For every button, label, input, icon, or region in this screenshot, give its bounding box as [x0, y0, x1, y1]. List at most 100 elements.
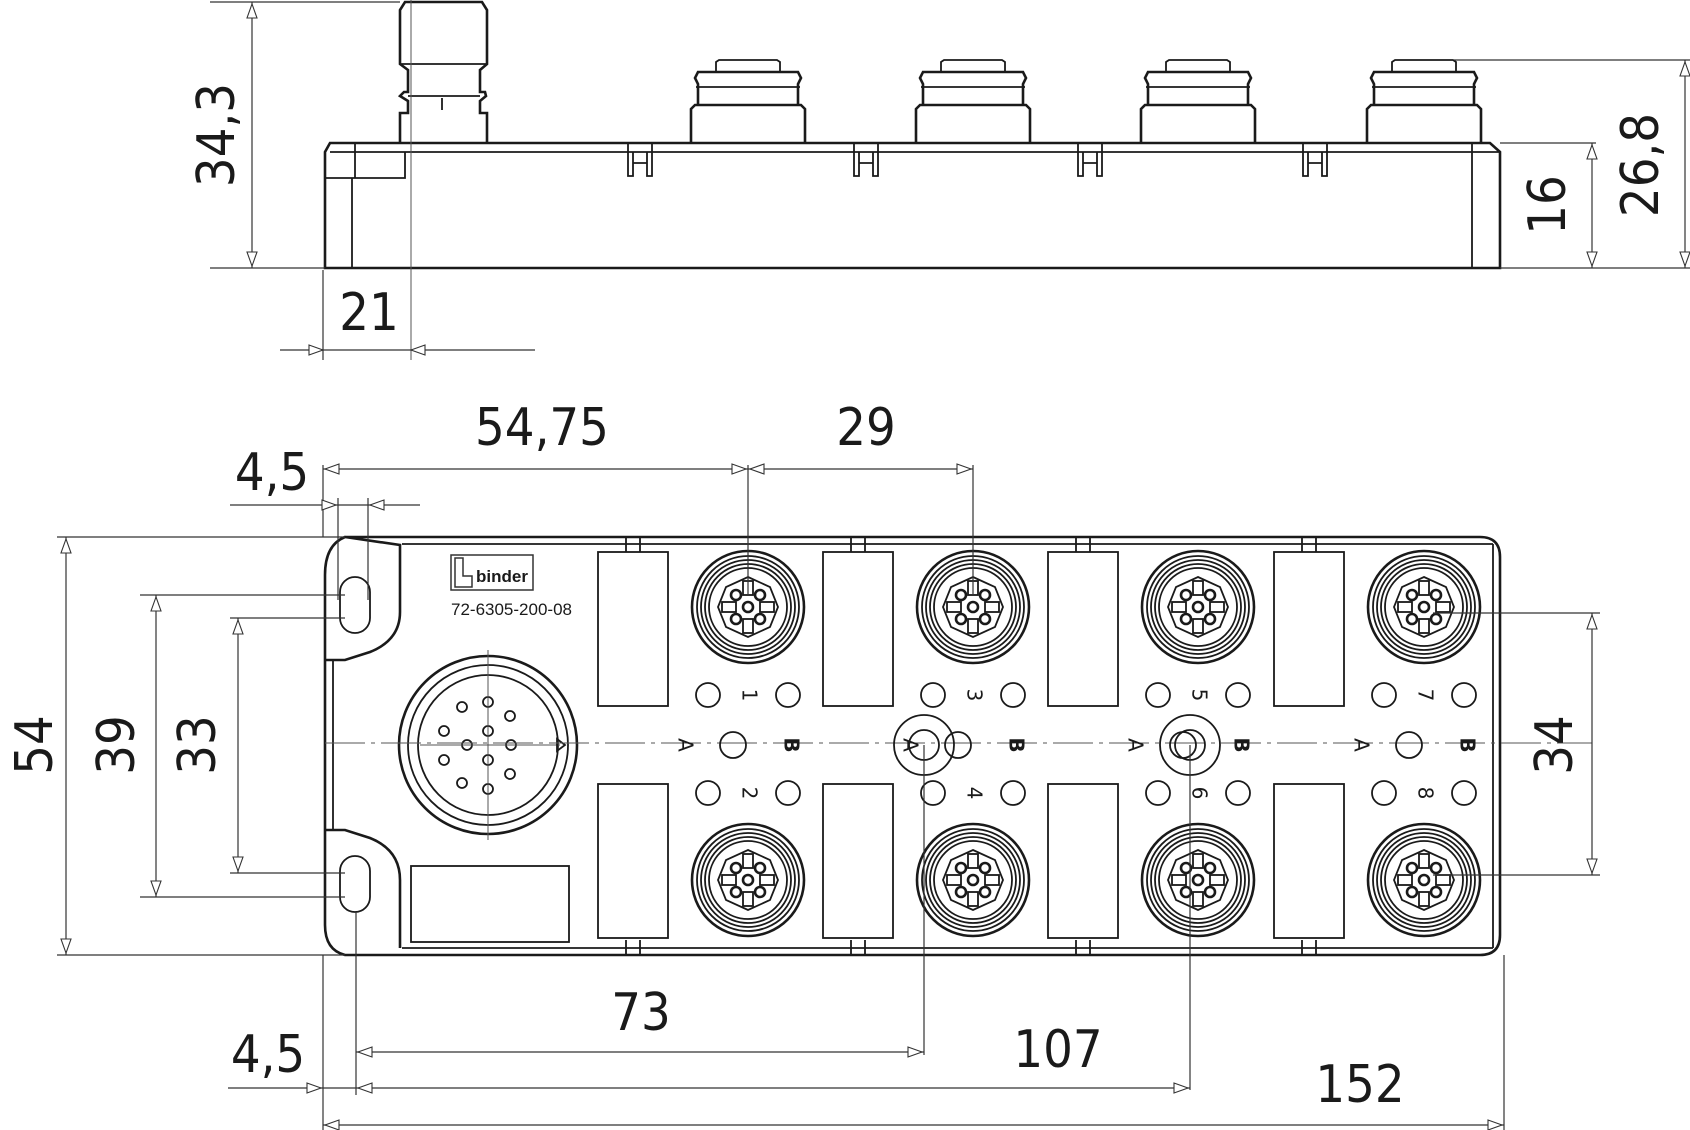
pin — [978, 861, 992, 875]
side-m12-connector — [689, 59, 807, 143]
port-number-label: 3 — [963, 689, 987, 702]
pin — [1179, 861, 1193, 875]
pin — [966, 600, 980, 614]
arrow — [748, 463, 765, 475]
pin — [1405, 612, 1419, 626]
led-label-a: A — [674, 738, 698, 752]
arrow — [1586, 251, 1598, 268]
arrow — [1586, 858, 1598, 875]
pin-key — [946, 874, 962, 886]
pin — [978, 885, 992, 899]
side-clips — [627, 143, 1328, 177]
label-window — [1047, 783, 1119, 939]
led-label-b: B — [1005, 737, 1029, 752]
pin — [753, 612, 767, 626]
pin-key — [1171, 874, 1187, 886]
label-window — [822, 783, 894, 939]
label-plate — [410, 865, 570, 943]
clip-mark — [625, 940, 641, 955]
status-led — [1145, 682, 1171, 708]
clip-mark — [1301, 940, 1317, 955]
m12-port-connector: 4 — [915, 780, 1031, 938]
arrow — [409, 344, 426, 356]
pin-key — [1435, 601, 1451, 613]
pin-key — [1209, 874, 1225, 886]
pin-key — [1418, 618, 1430, 634]
pin-key — [967, 891, 979, 907]
side-view: 34,3 21 16 26,8 — [187, 0, 1690, 360]
arrow — [1586, 613, 1598, 630]
port-number-label: 2 — [738, 787, 762, 800]
dim-connector-height: 26,8 — [1611, 113, 1671, 217]
bus-led — [944, 731, 972, 759]
pin-key — [1418, 853, 1430, 869]
pin-key — [721, 874, 737, 886]
side-m12-connector — [914, 59, 1032, 143]
pin — [741, 600, 755, 614]
arrow — [232, 618, 244, 635]
pin — [1203, 612, 1217, 626]
label-window — [597, 783, 669, 939]
side-m23-connector — [397, 0, 489, 143]
side-flange — [325, 152, 406, 179]
pin — [978, 588, 992, 602]
pin — [741, 873, 755, 887]
pin-key — [1397, 601, 1413, 613]
bus-led — [1169, 731, 1197, 759]
m23-pin — [504, 768, 516, 780]
dim-center-led-2: 107 — [1013, 1020, 1102, 1080]
pin — [1405, 885, 1419, 899]
side-clip — [853, 143, 879, 177]
status-led — [1371, 780, 1397, 806]
clip-mark — [1301, 537, 1317, 552]
pin — [753, 588, 767, 602]
pin — [729, 885, 743, 899]
dim-total-height: 34,3 — [187, 83, 247, 187]
pin — [753, 885, 767, 899]
label-window — [822, 551, 894, 707]
status-led — [695, 682, 721, 708]
led-label-b: B — [1456, 737, 1480, 752]
pin-key — [1209, 601, 1225, 613]
m12-port-connector: 7 — [1366, 549, 1482, 708]
pin — [1203, 885, 1217, 899]
label-window — [1273, 783, 1345, 939]
dim-overall-length: 152 — [1315, 1055, 1404, 1115]
pin-key — [742, 618, 754, 634]
arrow — [306, 1082, 323, 1094]
pin — [978, 612, 992, 626]
status-led — [1145, 780, 1171, 806]
pin — [1179, 612, 1193, 626]
dim-connector-offset: 21 — [339, 283, 399, 343]
port-number-label: 6 — [1188, 787, 1212, 800]
arrow — [1586, 143, 1598, 160]
pin — [954, 588, 968, 602]
side-clip — [627, 143, 653, 177]
status-led — [1000, 682, 1026, 708]
m23-main-connector — [397, 650, 579, 840]
m12-port-connector: 6 — [1140, 780, 1256, 938]
arrow — [907, 1046, 924, 1058]
part-number: 72-6305-200-08 — [451, 600, 572, 619]
dim-hole-offset-top: 4,5 — [235, 443, 309, 503]
pin — [954, 885, 968, 899]
dim-hole-offset-bottom: 4,5 — [231, 1025, 305, 1085]
pin — [753, 861, 767, 875]
pin-key — [967, 853, 979, 869]
dim-row-spacing: 34 — [1525, 715, 1585, 775]
pin-key — [1171, 601, 1187, 613]
pin — [1203, 861, 1217, 875]
led-label-a: A — [1350, 738, 1374, 752]
dim-overall-width: 54 — [5, 715, 65, 775]
arrow — [323, 1119, 340, 1130]
led-label-a: A — [1124, 738, 1148, 752]
m23-pin — [456, 701, 468, 713]
pin-key — [721, 601, 737, 613]
arrow — [60, 537, 72, 554]
dim-first-connector-offset: 54,75 — [475, 398, 609, 458]
bus-led — [1395, 731, 1423, 759]
status-led — [1371, 682, 1397, 708]
arrow — [246, 2, 258, 19]
side-clip — [1302, 143, 1328, 177]
pin-key — [1418, 891, 1430, 907]
